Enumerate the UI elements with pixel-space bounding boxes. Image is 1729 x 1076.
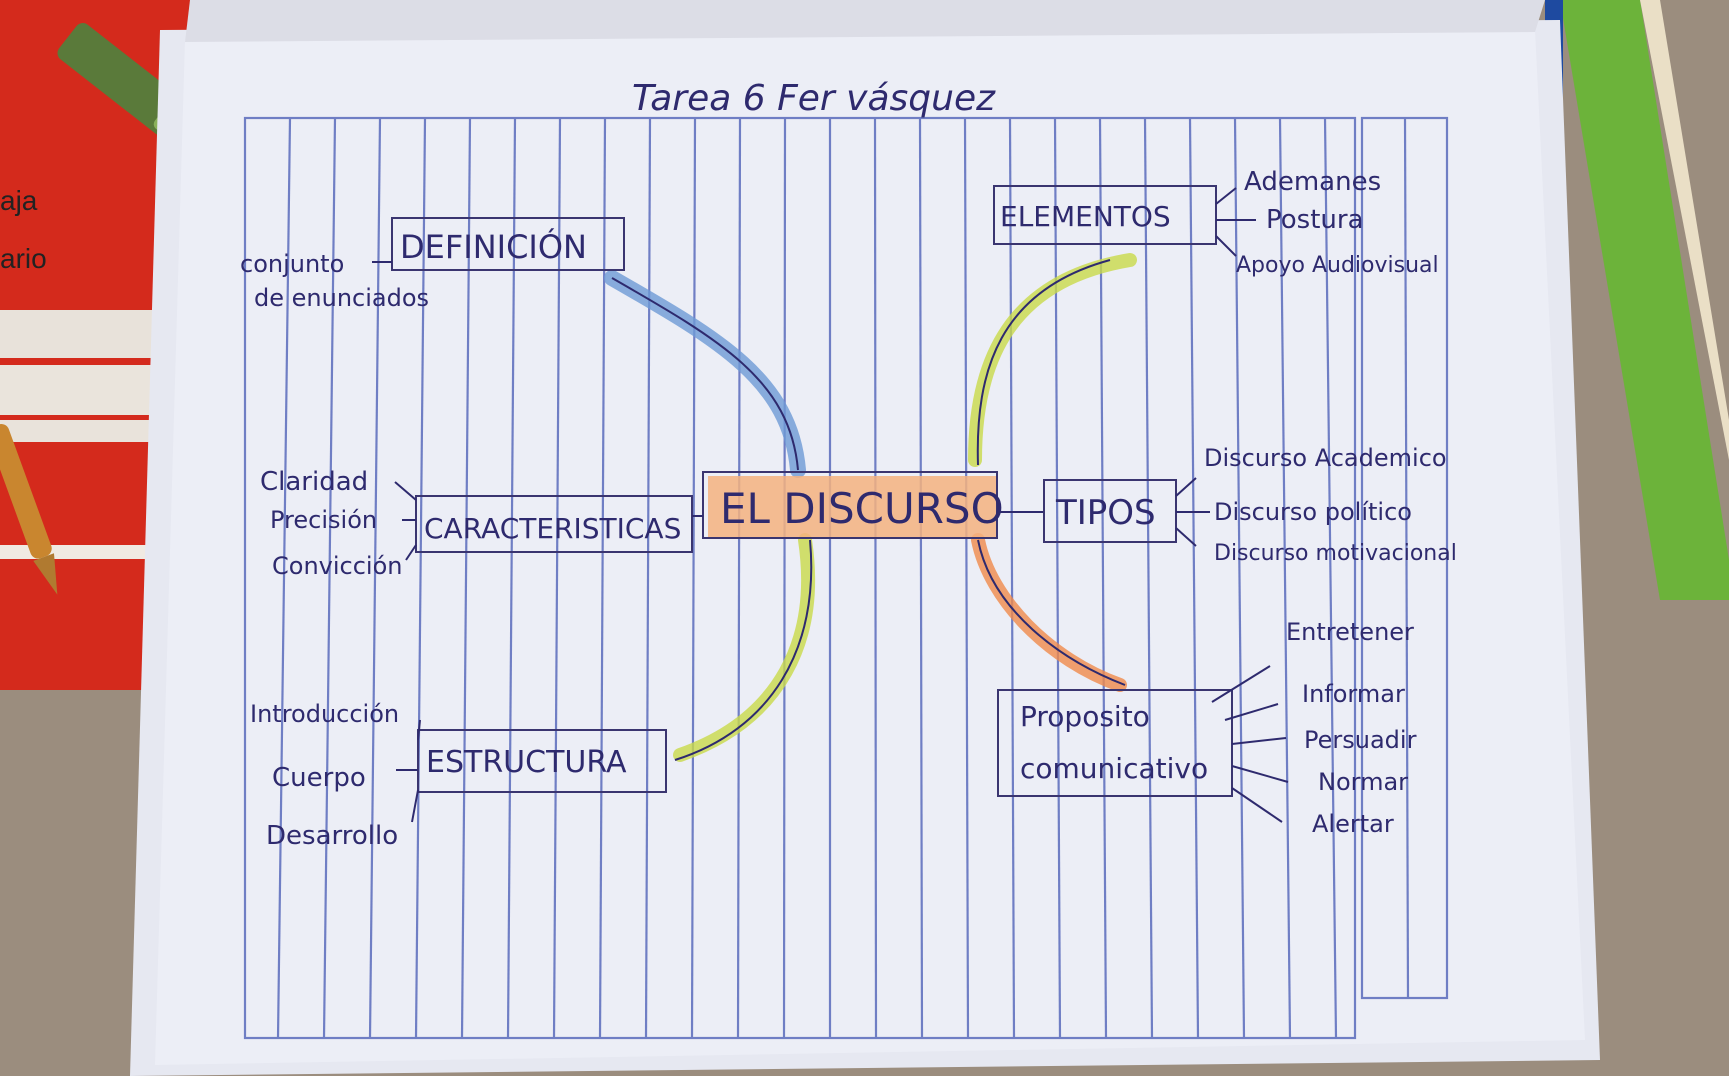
caracteristicas-item-3: Convicción (272, 552, 402, 580)
elementos-item-2: Postura (1266, 205, 1364, 235)
caracteristicas-item-2: Precisión (270, 506, 377, 534)
definicion-item-2: de enunciados (254, 284, 429, 312)
estructura-label: ESTRUCTURA (426, 745, 627, 780)
definicion-item-1: conjunto (240, 250, 344, 278)
elementos-branch: ELEMENTOS Ademanes Postura Apoyo Audiovi… (993, 167, 1439, 278)
elementos-item-3: Apoyo Audiovisual (1236, 253, 1439, 278)
notebook-grid (243, 116, 1449, 1040)
center-node: EL DISCURSO (702, 471, 1004, 539)
definicion-branch: DEFINICIÓN conjunto de enunciados (240, 217, 625, 312)
proposito-item-4: Normar (1318, 768, 1408, 796)
page-title: Tarea 6 Fer vásquez (632, 78, 996, 119)
estructura-item-1: Introducción (250, 700, 399, 728)
caracteristicas-branch: CARACTERISTICAS Claridad Precisión Convi… (260, 467, 703, 580)
elementos-label: ELEMENTOS (1000, 200, 1171, 233)
center-label: EL DISCURSO (720, 484, 1004, 533)
caracteristicas-item-1: Claridad (260, 467, 368, 497)
tipos-item-1: Discurso Academico (1204, 444, 1447, 472)
estructura-item-3: Desarrollo (266, 821, 398, 851)
tipos-branch: TIPOS Discurso Academico Discurso políti… (997, 444, 1457, 566)
proposito-item-3: Persuadir (1304, 726, 1417, 754)
proposito-label-line1: Proposito (1020, 700, 1150, 733)
elementos-item-1: Ademanes (1244, 167, 1381, 197)
proposito-label-line2: comunicativo (1020, 752, 1208, 785)
connectors (604, 253, 1137, 762)
tipos-item-2: Discurso político (1214, 498, 1412, 526)
folder-label-1: aja (0, 185, 38, 216)
proposito-item-1: Entretener (1286, 618, 1414, 646)
proposito-branch: Proposito comunicativo Entretener Inform… (997, 618, 1417, 838)
proposito-item-5: Alertar (1312, 810, 1394, 838)
proposito-item-2: Informar (1302, 680, 1405, 708)
tipos-label: TIPOS (1055, 493, 1156, 533)
caracteristicas-label: CARACTERISTICAS (424, 512, 681, 545)
estructura-branch: ESTRUCTURA Introducción Cuerpo Desarroll… (250, 700, 667, 851)
tipos-item-3: Discurso motivacional (1214, 541, 1457, 566)
estructura-item-2: Cuerpo (272, 763, 366, 793)
folder-label-2: ario (0, 243, 47, 274)
pen (0, 424, 58, 595)
notebook-page (130, 0, 1600, 1076)
definicion-label: DEFINICIÓN (400, 227, 587, 266)
